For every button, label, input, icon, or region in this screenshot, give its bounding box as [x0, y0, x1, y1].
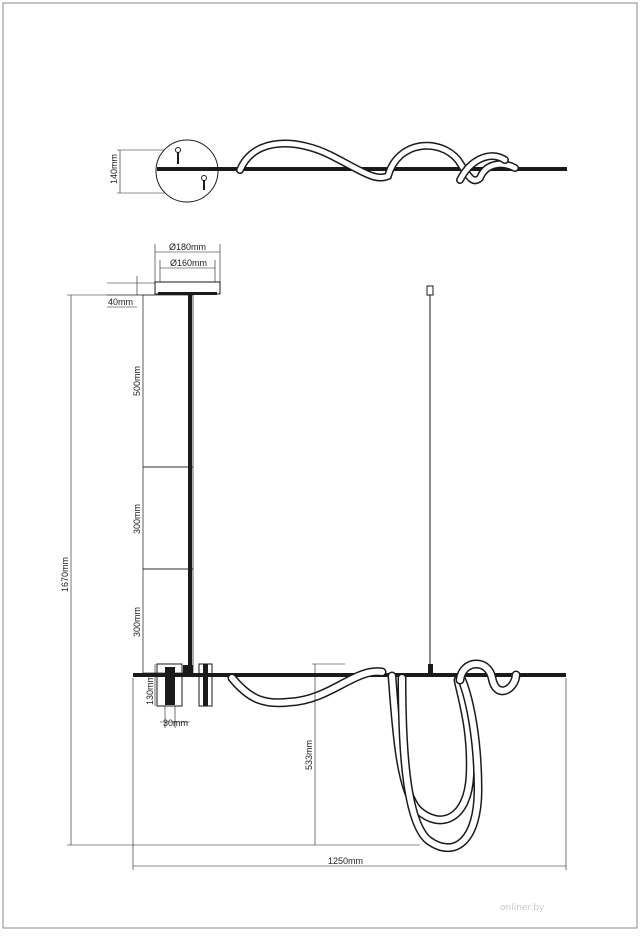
- bar-end-cap-fill: [203, 664, 208, 706]
- cable-bottom-clip: [428, 664, 433, 673]
- length-label: 1250mm: [328, 856, 363, 866]
- canopy-inner-label: Ø160mm: [170, 258, 207, 268]
- watermark: onliner.by: [500, 903, 545, 913]
- bar-profile-box: [156, 663, 183, 707]
- rod-segment-3: [142, 568, 194, 674]
- rod-segment-2-label: 300mm: [132, 504, 142, 534]
- top-view: 140mm: [109, 139, 567, 203]
- front-view: Ø180mm Ø160mm 40mm 500mm 300mm 300mm 167…: [60, 242, 567, 870]
- rod-segment-1-label: 500mm: [132, 366, 142, 396]
- top-canopy-screw-2: [201, 175, 207, 181]
- total-height-label: 1670mm: [60, 557, 70, 592]
- canopy-outer-label: Ø180mm: [169, 242, 206, 252]
- drop-label: 533mm: [304, 740, 314, 770]
- top-led-strip: [236, 139, 519, 185]
- bar-width-label: 30mm: [163, 718, 188, 728]
- rod-segment-2: [142, 466, 194, 570]
- bar-profile-section: [165, 667, 175, 705]
- rod-segment-3-label: 300mm: [132, 607, 142, 637]
- top-height-label: 140mm: [109, 154, 119, 184]
- suspension-rod: [188, 295, 192, 675]
- front-bar: [133, 673, 566, 677]
- canopy-height-label: 40mm: [108, 297, 133, 307]
- front-led-curl: [455, 659, 521, 696]
- rod-connector: [183, 665, 193, 673]
- top-canopy-screw-1: [175, 147, 181, 153]
- rod-segment-1: [142, 294, 194, 468]
- bar-height-label: 130mm: [145, 675, 155, 705]
- front-led-loop: [387, 671, 483, 853]
- cable-top-anchor: [426, 285, 434, 296]
- front-canopy-base: [158, 292, 217, 295]
- front-led-wave: [227, 667, 387, 708]
